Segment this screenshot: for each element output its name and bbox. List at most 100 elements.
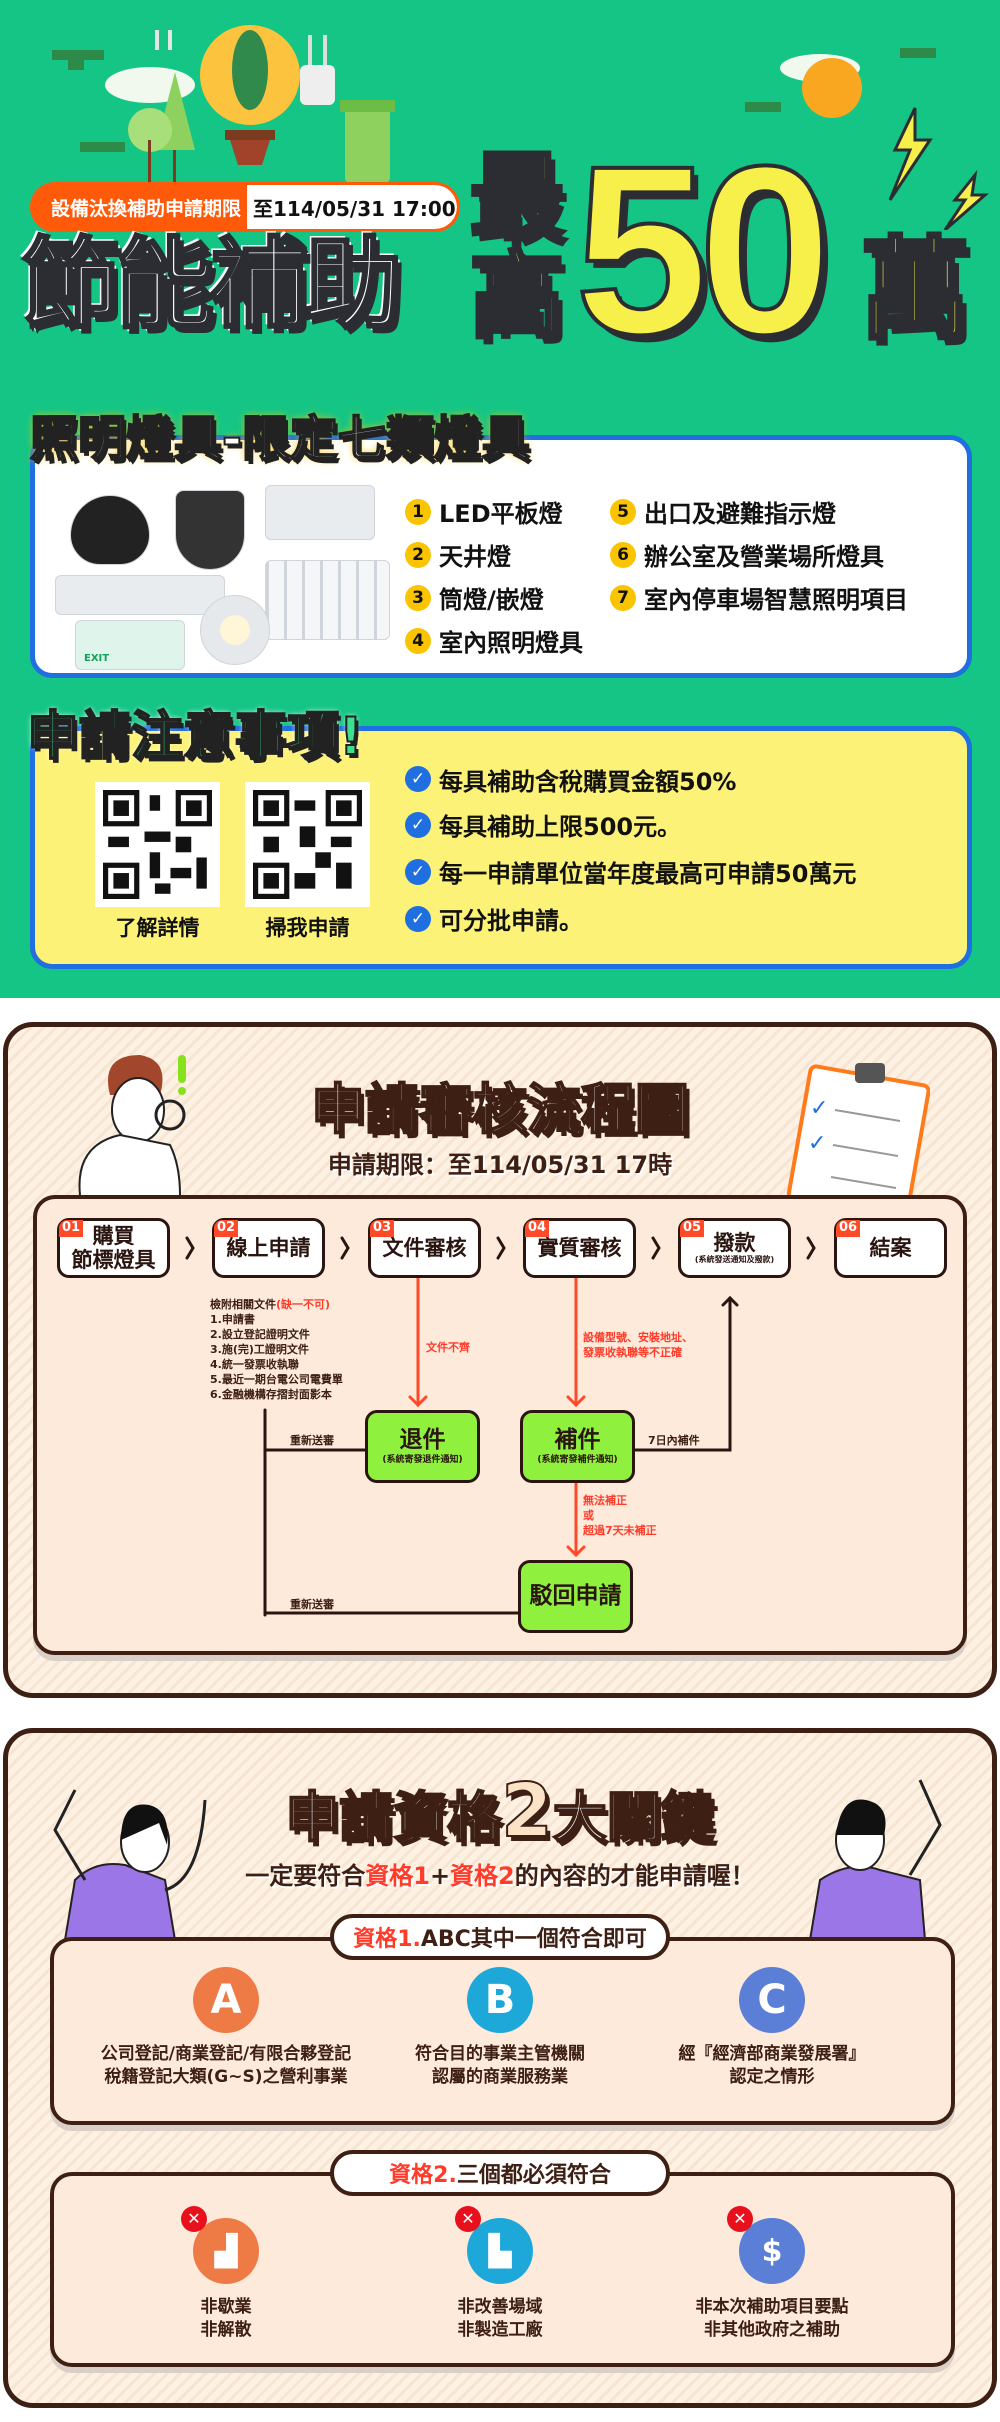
sub-text: 一定要符合 [245, 1862, 366, 1890]
qual-title-b: 大關鍵 [552, 1785, 716, 1850]
notice-text: 每具補助上限500元。 [439, 813, 682, 841]
factory-icon: ✕▙ [455, 2206, 533, 2284]
qr-code-apply[interactable] [245, 782, 370, 907]
return-title: 退件 [399, 1427, 446, 1454]
reject-title: 駁回申請 [529, 1582, 622, 1609]
step-label: 結案 [869, 1235, 912, 1260]
incomplete-label: 文件不齊 [426, 1341, 470, 1354]
notice-list: ✓每具補助含稅購買金額50% ✓ 每具補助上限500元。 ✓ 每一申請單位當年度最高… [405, 757, 856, 942]
qr-code-icon [103, 790, 212, 899]
check-icon: ✓ [405, 766, 431, 792]
step-note: (系統發送通知及撥款) [694, 1255, 775, 1265]
qualification-1-label: 資格1.ABC其中一個符合即可 [330, 1914, 670, 1960]
downlight-image [70, 495, 150, 565]
return-box: 退件(系統寄發退件通知) [365, 1410, 480, 1483]
resubmit-label: 重新送審 [290, 1434, 334, 1447]
step-number: 02 [214, 1220, 239, 1237]
eco-illustration-icon [52, 25, 989, 230]
option-line: 認屬的商業服務業 [432, 2067, 568, 2087]
step-label-2: 節標燈具 [71, 1248, 156, 1272]
fail-line: 或 [583, 1509, 594, 1522]
doc-item: 3.施(完)工證明文件 [210, 1343, 309, 1356]
x-icon: ✕ [455, 2206, 481, 2232]
highbay-light-image [175, 490, 245, 570]
number-badge: 7 [610, 584, 636, 611]
lighting-item: 6 辦公室及營業場所燈具 [610, 533, 908, 576]
qr-code-icon [253, 790, 362, 899]
doc-item: 1.申請書 [210, 1313, 255, 1326]
sub-text: 的內容的才能申請喔！ [514, 1862, 755, 1890]
return-note: (系統寄發退件通知) [382, 1454, 463, 1465]
flow-subtitle: 申請期限：至114/05/31 17時 [327, 1151, 673, 1179]
notice-item: ✓每具補助含稅購買金額50% [405, 757, 856, 801]
notice-title: 申請注意事項! [26, 706, 364, 768]
deadline-badge: 設備汰換補助申請期限 至114/05/31 17:00 [30, 182, 460, 232]
q2-prefix: 資格2. [389, 2163, 457, 2188]
hero-max-label: 最高 [468, 144, 566, 351]
panel-light-image [265, 485, 375, 540]
qr-label-details: 了解詳情 [115, 916, 200, 940]
doc-item: 5.最近一期台電公司電費單 [210, 1373, 343, 1386]
qual-req-2: ✕▙ 非改善場域非製造工廠 [340, 2206, 660, 2342]
option-line: 稅籍登記大類(G~S)之營利事業 [104, 2067, 348, 2087]
incorrect-label: 設備型號、安裝地址、發票收執聯等不正確 [583, 1330, 693, 1360]
check-icon: ✓ [405, 905, 431, 932]
notice-text: 每一申請單位當年度最高可申請50萬元 [439, 860, 857, 888]
step-label: 線上申請 [226, 1235, 311, 1260]
exit-sign-text: EXIT [84, 653, 110, 664]
letter-b-icon: B [467, 1967, 533, 2033]
q1-prefix: 資格1. [353, 1927, 421, 1952]
qualification-2-label: 資格2.三個都必須符合 [330, 2150, 670, 2196]
svg-text:✓: ✓ [808, 1131, 826, 1156]
number-badge: 6 [610, 541, 636, 568]
check-icon: ✓ [405, 811, 431, 838]
qr-code-details[interactable] [95, 782, 220, 907]
step-label: 文件審核 [382, 1235, 467, 1260]
x-icon: ✕ [727, 2206, 753, 2232]
hero-title: 節能補助 [20, 228, 403, 342]
step-label: 購買 [92, 1223, 135, 1248]
step-label: 撥款 [713, 1231, 756, 1256]
fail-label: 無法補正或超過7天未補正 [583, 1493, 657, 1538]
step-number: 01 [59, 1220, 84, 1237]
money-hand-icon: ✕$ [727, 2206, 805, 2284]
req-line: 非改善場域 [457, 2297, 543, 2317]
clipboard-checklist-icon: ✓✓ [786, 1063, 930, 1195]
flow-subtitle-wrap: 申請期限：至114/05/31 17時 [0, 1145, 1000, 1180]
woman-waving-icon [53, 1789, 207, 1940]
doc-item: 2.設立登記證明文件 [210, 1328, 310, 1341]
req-line: 非歇業 [200, 2297, 252, 2317]
qual-option-a: A 公司登記/商業登記/有限合夥登記稅籍登記大類(G~S)之營利事業 [66, 1967, 386, 2089]
svg-text:✓: ✓ [810, 1096, 828, 1121]
option-line: 符合目的事業主管機關 [415, 2044, 585, 2064]
check-icon: ✓ [405, 858, 431, 885]
qual-subtitle: 一定要符合資格1+資格2的內容的才能申請喔！ [0, 1856, 1000, 1891]
hero-amount: 50 [573, 116, 834, 384]
tube-fixture-image [55, 575, 225, 615]
qual-title: 申請資格2大關鍵 [284, 1767, 716, 1855]
req-line: 非本次補助項目要點 [695, 2297, 849, 2317]
q2-text: 三個都必須符合 [456, 2163, 611, 2188]
number-badge: 5 [610, 498, 636, 525]
qual-option-b: B 符合目的事業主管機關認屬的商業服務業 [340, 1967, 660, 2089]
option-line: 公司登記/商業登記/有限合夥登記 [100, 2044, 352, 2064]
flow-step-01: 01 購買節標燈具 [57, 1218, 170, 1278]
item-label: 辦公室及營業場所燈具 [644, 543, 884, 571]
qual-title-num: 2 [500, 1767, 553, 1855]
within-7-days-label: 7日內補件 [648, 1434, 700, 1447]
flow-connectors [185, 1236, 816, 1617]
option-line: 經『經濟部商業發展署』 [678, 2044, 866, 2064]
lighting-images: EXIT [55, 485, 400, 670]
man-waving-icon [808, 1779, 942, 1940]
sub-text: + [429, 1862, 451, 1890]
required-documents: 檢附相關文件(缺一不可) 1.申請書 2.設立登記證明文件 3.施(完)工證明文… [210, 1297, 343, 1402]
